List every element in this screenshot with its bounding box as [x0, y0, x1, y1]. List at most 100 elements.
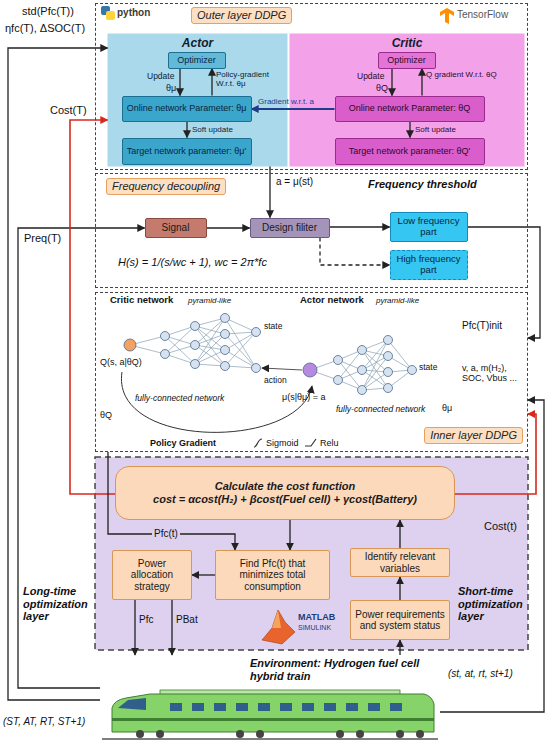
neuron	[124, 339, 136, 351]
train-window	[236, 703, 248, 711]
connector	[399, 577, 400, 600]
figure-label: μ(s|θμ) = a	[282, 392, 325, 402]
neuron	[221, 362, 230, 371]
figure-label: TensorFlow	[457, 9, 508, 21]
network-box: Online network Parameter: θQ	[335, 96, 485, 122]
node-label: Online network Parameter: θQ	[349, 103, 471, 113]
connector	[289, 520, 290, 550]
node-label: Target network parameter: θQ'	[349, 146, 470, 156]
edge-label: Update	[357, 72, 384, 82]
connector	[179, 69, 180, 96]
train-window	[280, 703, 292, 711]
figure-label: pyramid-like	[188, 296, 231, 305]
connector	[399, 520, 400, 548]
train-wheel	[416, 730, 424, 738]
node-label: Critic	[290, 37, 525, 51]
figure-label: Policy Gradient	[150, 438, 216, 448]
figure-label: θμ	[442, 403, 452, 413]
frequency-box: High frequency part	[390, 250, 468, 280]
figure-label: ηfc(T), ΔSOC(T)	[5, 22, 85, 35]
train-wheel	[336, 730, 344, 738]
figure-label: Short-time optimization layer	[458, 585, 526, 623]
edge-label: Pfc(T)init	[462, 320, 502, 332]
neuron	[384, 384, 393, 393]
neuron	[221, 330, 230, 339]
process-box: Power allocation strategy	[112, 550, 192, 600]
connector	[421, 69, 422, 96]
panel-fill	[290, 34, 525, 167]
figure-label: pyramid-like	[376, 296, 419, 305]
train-window	[192, 703, 204, 711]
layer-section: Outer layer DDPGActorOptimizerOnline net…	[95, 3, 528, 170]
figure-label: Frequency threshold	[368, 178, 477, 191]
connector	[8, 48, 108, 700]
node-label: Target network parameter: θμ'	[127, 146, 246, 156]
connector	[207, 227, 250, 228]
figure-label: fully-connected network	[336, 405, 425, 415]
node-label: Low frequency part	[395, 216, 463, 238]
matlab-logo	[262, 610, 295, 644]
train-window	[346, 703, 358, 711]
neuron	[334, 376, 343, 385]
neuron	[221, 346, 230, 355]
network-box: Target network parameter: θμ'	[122, 138, 252, 165]
node-label: Calculate the cost function	[215, 480, 356, 493]
neuron	[252, 364, 261, 373]
network-box: Target network parameter: θQ'	[335, 138, 485, 165]
node-label: Environment: Hydrogen fuel cell hybrid t…	[250, 657, 438, 682]
matlab-logo	[272, 610, 281, 628]
edge-label: Preq(T)	[24, 232, 61, 245]
edge-label: Soft update	[192, 125, 233, 134]
figure-label: Long-time optimization layer	[23, 585, 93, 623]
train-window	[214, 703, 226, 711]
neuron	[358, 386, 367, 395]
train-window	[302, 703, 314, 711]
connector	[269, 167, 270, 218]
neuron	[161, 332, 170, 341]
edge-label: Q gradient W.r.t. θQ	[426, 70, 521, 79]
cost-box: Calculate the cost functioncost = αcost(…	[115, 466, 455, 520]
neuron	[358, 346, 367, 355]
node-label: Actor	[108, 37, 288, 51]
node-label: Power requirements and system status	[355, 609, 445, 632]
frequency-box: Low frequency part	[390, 212, 468, 242]
figure-label: Sigmoid	[266, 438, 299, 448]
connector	[211, 69, 212, 96]
figure-label: state	[419, 363, 437, 373]
train-stripe	[112, 718, 434, 721]
tensorflow-logo	[440, 8, 454, 24]
environment: Environment: Hydrogen fuel cell hybrid t…	[100, 655, 440, 741]
node-label: Design filiter	[262, 222, 317, 234]
edge-label: Cost(T)	[50, 104, 87, 117]
neuron	[334, 356, 343, 365]
train-wheel	[356, 730, 364, 738]
train-wheel	[136, 730, 144, 738]
figure-label: Actor network	[300, 295, 364, 306]
train-wheel	[236, 730, 244, 738]
neuron	[161, 350, 170, 359]
node-label: Inner layer DDPG	[424, 427, 523, 444]
optimization-region	[95, 457, 528, 650]
layer-section: Frequency decouplingSignalDesign filiter…	[95, 173, 528, 288]
train-window	[324, 703, 336, 711]
figure-label: python	[117, 7, 150, 19]
policy-gradient-curve	[121, 372, 312, 432]
figure-label: SIMULINK	[298, 624, 331, 632]
figure-label: θQ	[100, 410, 112, 420]
train-window	[390, 703, 402, 711]
train-wheel	[156, 730, 164, 738]
node-label: Power allocation strategy	[117, 558, 187, 593]
network-box: Online network Parameter: θμ	[122, 96, 252, 122]
python-logo	[106, 11, 115, 20]
figure-label: Q(s, a|θQ)	[100, 357, 142, 367]
neuron	[384, 336, 393, 345]
network-link	[165, 326, 195, 354]
edge-label: Update	[147, 72, 174, 82]
node-label: Frequency decoupling	[106, 178, 226, 195]
edge-label: Gradient w.r.t. a	[258, 97, 314, 106]
edge-label: (st, at, rt, st+1)	[448, 668, 513, 680]
train-wheel	[256, 730, 264, 738]
node-label: Outer layer DDPG	[191, 7, 292, 24]
connector	[330, 226, 390, 227]
